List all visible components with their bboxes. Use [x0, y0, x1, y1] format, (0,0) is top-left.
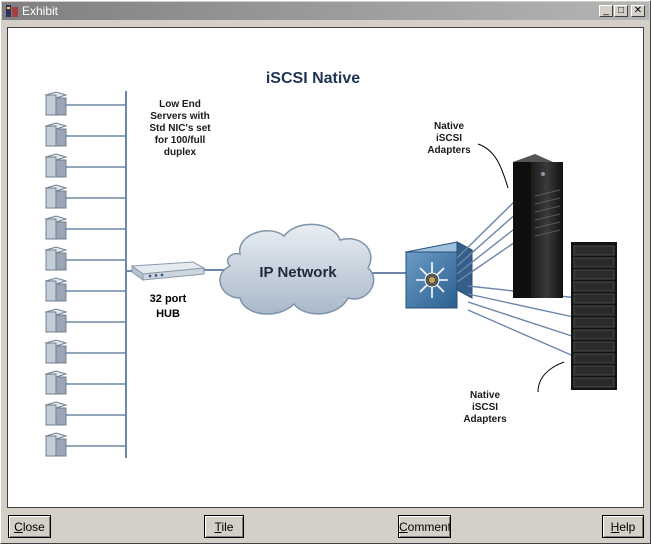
cloud-label: IP Network	[259, 264, 337, 281]
title-bar[interactable]: Exhibit _ □ ✕	[2, 2, 649, 20]
diagram-title: iSCSI Native	[266, 70, 360, 87]
tile-mnemonic: T	[214, 519, 222, 534]
disk-array-icon	[571, 242, 617, 390]
close-window-button[interactable]: ✕	[631, 5, 645, 17]
server-icon	[44, 122, 126, 147]
comment-mnemonic: C	[399, 519, 408, 534]
adapters-bottom-arrow	[537, 361, 565, 393]
server-icon	[44, 370, 126, 395]
server-icon	[44, 215, 126, 240]
servers-label-line: Low End	[159, 99, 201, 110]
adapters-label-bottom: Native iSCSI Adapters	[463, 390, 507, 425]
disk-slot	[573, 377, 615, 388]
storage-rack-icon	[513, 154, 563, 298]
app-icon	[6, 5, 18, 17]
disk-slot	[573, 305, 615, 316]
disk-slot	[573, 245, 615, 256]
server-icon	[44, 432, 126, 457]
server-icon	[44, 277, 126, 302]
adapters-label-top: Native iSCSI Adapters	[427, 121, 471, 156]
server-icon	[44, 308, 126, 333]
disk-slot	[573, 269, 615, 280]
server-icon	[44, 246, 126, 271]
hub-icon	[126, 261, 206, 281]
disk-slot	[573, 293, 615, 304]
tile-label: ile	[221, 519, 234, 534]
adapters-top-line: iSCSI	[436, 133, 462, 144]
minimize-button[interactable]: _	[599, 5, 613, 17]
close-icon: ✕	[633, 5, 643, 16]
help-label: elp	[619, 519, 636, 534]
server-icon	[44, 184, 126, 209]
help-mnemonic: H	[610, 519, 620, 534]
servers-label: Low End Servers with Std NIC's set for 1…	[149, 99, 211, 158]
close-mnemonic: C	[14, 519, 23, 534]
server-icon	[44, 153, 126, 178]
disk-slot	[573, 317, 615, 328]
servers-label-line: Std NIC's set	[149, 123, 211, 134]
help-button[interactable]: Help	[602, 515, 644, 538]
server-icon	[44, 339, 126, 364]
adapters-bottom-line: iSCSI	[472, 402, 498, 413]
disk-slot	[573, 365, 615, 376]
maximize-icon: □	[617, 5, 625, 16]
close-label: lose	[22, 519, 45, 534]
hub-label: 32 port HUB	[150, 293, 187, 320]
close-button[interactable]: Close	[8, 515, 51, 538]
disk-slot	[573, 329, 615, 340]
disk-slot	[573, 257, 615, 268]
adapters-bottom-line: Adapters	[463, 414, 507, 425]
minimize-icon: _	[603, 5, 609, 16]
server-icon	[44, 91, 126, 116]
disk-slot	[573, 281, 615, 292]
server-stack	[44, 91, 126, 457]
servers-label-line: duplex	[164, 147, 197, 158]
exhibit-content: iSCSI Native Low End Servers with Std NI…	[7, 27, 644, 508]
disk-slot	[573, 341, 615, 352]
disk-slots	[573, 245, 615, 388]
hub-label-line: HUB	[156, 308, 180, 320]
servers-label-line: for 100/full	[155, 135, 206, 146]
tile-button[interactable]: Tile	[204, 515, 244, 538]
switch-icon	[404, 241, 474, 309]
adapters-bottom-line: Native	[470, 390, 500, 401]
adapters-top-line: Adapters	[427, 145, 471, 156]
adapters-top-line: Native	[434, 121, 464, 132]
window-title: Exhibit	[22, 4, 59, 18]
hub-label-line: 32 port	[150, 293, 187, 305]
server-icon	[44, 401, 126, 426]
servers-label-line: Servers with	[150, 111, 209, 122]
comment-button[interactable]: Comment	[398, 515, 451, 538]
ip-network-cloud-icon	[219, 223, 375, 315]
adapters-top-arrow	[477, 143, 509, 189]
disk-slot	[573, 353, 615, 364]
maximize-button[interactable]: □	[614, 5, 628, 17]
iscsi-diagram: iSCSI Native Low End Servers with Std NI…	[44, 70, 617, 458]
comment-label: omment	[407, 519, 452, 534]
